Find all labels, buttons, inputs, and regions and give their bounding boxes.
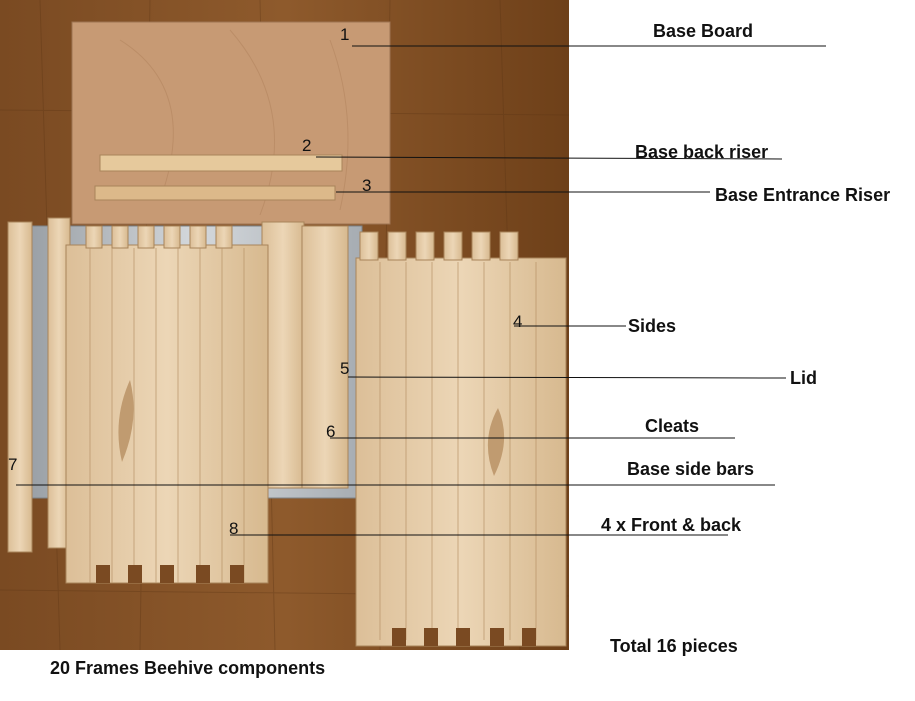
label-base-side-bars: Base side bars: [627, 459, 754, 479]
callout-number-4: 4: [513, 312, 522, 331]
label-sides: Sides: [628, 316, 676, 336]
front-back-stack: [65, 225, 269, 584]
callout-number-5: 5: [340, 359, 349, 378]
sides-stack: [355, 231, 567, 647]
label-front-back: 4 x Front & back: [601, 515, 742, 535]
leader-line-5: [347, 376, 787, 379]
base-side-bar-1: [7, 221, 33, 553]
callout-number-7: 7: [8, 455, 17, 474]
callout-number-6: 6: [326, 422, 335, 441]
leader-line-2: [315, 156, 783, 160]
label-lid: Lid: [790, 368, 817, 388]
label-cleats: Cleats: [645, 416, 699, 436]
callout-number-3: 3: [362, 176, 371, 195]
label-base-entrance-riser: Base Entrance Riser: [715, 185, 890, 205]
beehive-components-photo: [0, 0, 569, 650]
base-entrance-riser: [94, 185, 336, 201]
caption: 20 Frames Beehive components: [50, 658, 325, 678]
callout-number-2: 2: [302, 136, 311, 155]
cleat-2: [301, 225, 349, 489]
label-base-board: Base Board: [653, 21, 753, 41]
total-pieces: Total 16 pieces: [610, 636, 738, 656]
callout-number-1: 1: [340, 25, 349, 44]
callout-number-8: 8: [229, 519, 238, 538]
base-back-riser: [99, 154, 343, 172]
label-base-back-riser: Base back riser: [635, 142, 768, 162]
